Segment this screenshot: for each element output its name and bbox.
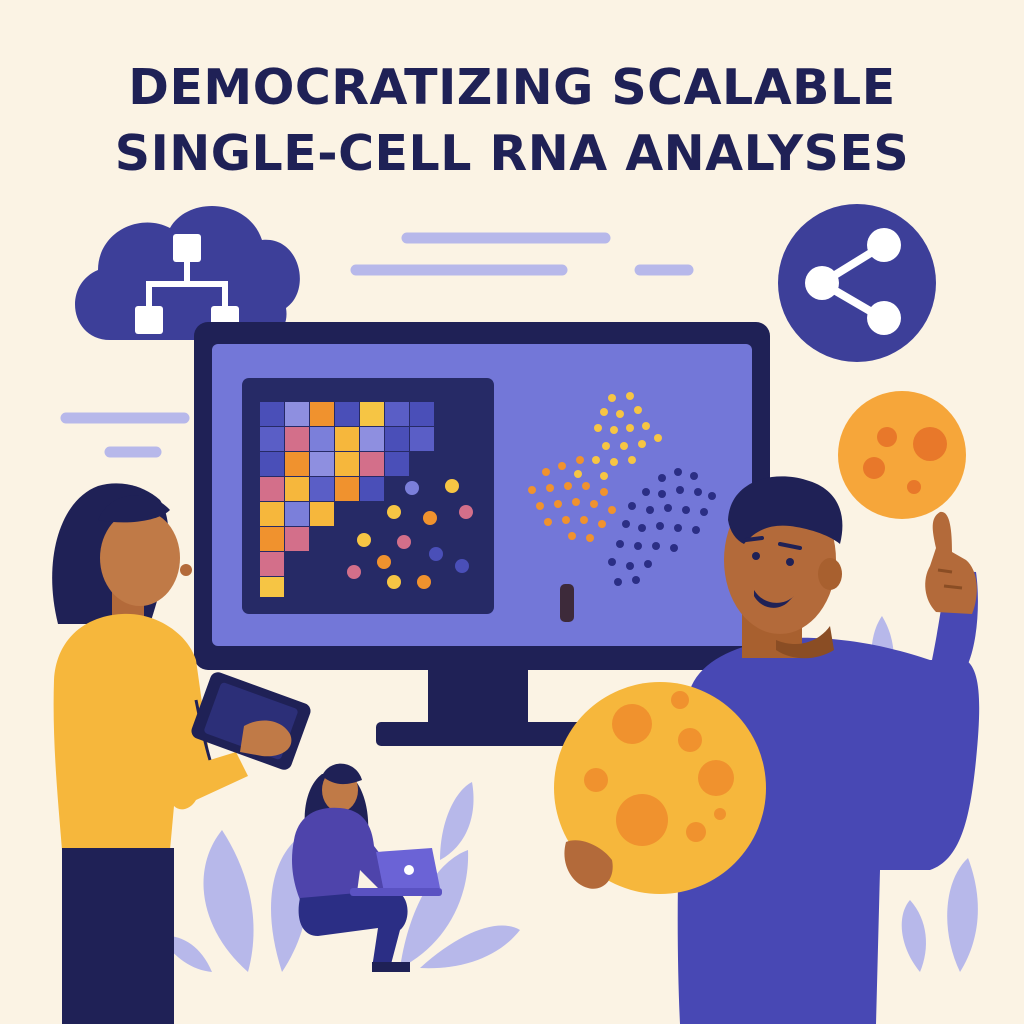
share-icon — [778, 204, 936, 362]
woman-with-laptop — [292, 763, 442, 972]
cell-icon-large — [554, 682, 766, 894]
man-pointing — [677, 476, 980, 1024]
cell-icon-small — [838, 391, 966, 519]
title-line-2: SINGLE-CELL RNA ANALYSES — [114, 125, 910, 182]
cluster-scatter-orange — [528, 456, 616, 542]
cluster-scatter-navy — [608, 468, 716, 586]
title-line-1: DEMOCRATIZING SCALABLE — [128, 59, 896, 116]
woman-with-tablet — [52, 483, 311, 1024]
decorative-lines — [60, 232, 694, 458]
panel-scatter-dots — [347, 479, 473, 589]
cluster-scatter-yellow — [574, 392, 662, 480]
heatmap-panel — [260, 402, 434, 597]
cloud-network-icon — [75, 206, 300, 341]
page-title: DEMOCRATIZING SCALABLE SINGLE-CELL RNA A… — [0, 55, 1024, 187]
